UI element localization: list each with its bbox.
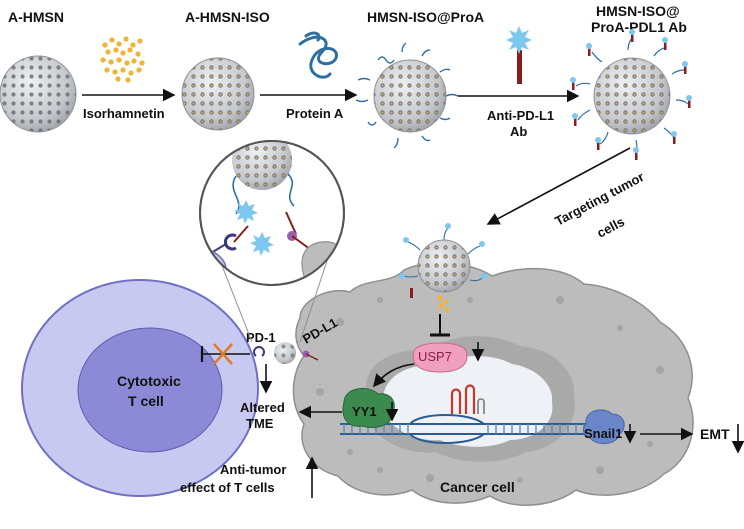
label-final-np-2: ProA-PDL1 Ab bbox=[591, 19, 687, 35]
label-a-hmsn-iso: A-HMSN-ISO bbox=[185, 9, 270, 25]
label-usp7: USP7 bbox=[418, 349, 452, 364]
arrow-usp7-yy1 bbox=[372, 363, 415, 388]
label-hmsn-iso-proa: HMSN-ISO@ProA bbox=[367, 9, 484, 25]
label-final-np-1: HMSN-ISO@ bbox=[596, 3, 680, 19]
arrow-targeting bbox=[486, 147, 631, 225]
antibody-icon bbox=[506, 26, 532, 84]
nanoparticle-proa-icon bbox=[355, 42, 459, 149]
label-antitumor-2: effect of T cells bbox=[180, 480, 275, 495]
label-anti-pdl1-1: Anti-PD-L1 bbox=[487, 108, 554, 123]
label-antitumor-1: Anti-tumor bbox=[220, 462, 286, 477]
label-cancer-cell: Cancer cell bbox=[440, 479, 515, 495]
label-altered-2: TME bbox=[246, 416, 274, 431]
label-targeting-2: cells bbox=[594, 214, 627, 241]
label-altered-1: Altered bbox=[240, 400, 285, 415]
label-targeting-1: Targeting tumor bbox=[552, 169, 646, 229]
synapse-nanoparticle-icon bbox=[253, 342, 319, 364]
label-yy1: YY1 bbox=[352, 404, 377, 419]
nanoparticle-iso-icon bbox=[181, 57, 255, 131]
protein-a-icon bbox=[298, 31, 338, 79]
label-a-hmsn: A-HMSN bbox=[8, 9, 64, 25]
isorhamnetin-dots-icon bbox=[100, 36, 145, 83]
label-isorhamnetin: Isorhamnetin bbox=[83, 106, 165, 121]
label-cytotoxic-2: T cell bbox=[128, 393, 164, 409]
label-anti-pdl1-2: Ab bbox=[510, 124, 527, 139]
label-pd1: PD-1 bbox=[246, 330, 276, 345]
label-cytotoxic-1: Cytotoxic bbox=[117, 373, 181, 389]
usp7-icon bbox=[412, 342, 468, 373]
t-cell-icon bbox=[21, 279, 259, 497]
nanoparticle-icon bbox=[0, 55, 77, 133]
nucleus bbox=[366, 336, 575, 462]
bound-nanoparticle-icon bbox=[399, 223, 487, 313]
snail1-icon bbox=[582, 409, 625, 444]
label-snail1: Snail1 bbox=[584, 426, 622, 441]
inhibit-cross-icon bbox=[213, 343, 233, 365]
dna-icon bbox=[340, 384, 606, 444]
label-protein-a: Protein A bbox=[286, 106, 344, 121]
nanoparticle-antibody-icon bbox=[570, 29, 692, 160]
label-emt: EMT bbox=[700, 426, 730, 442]
